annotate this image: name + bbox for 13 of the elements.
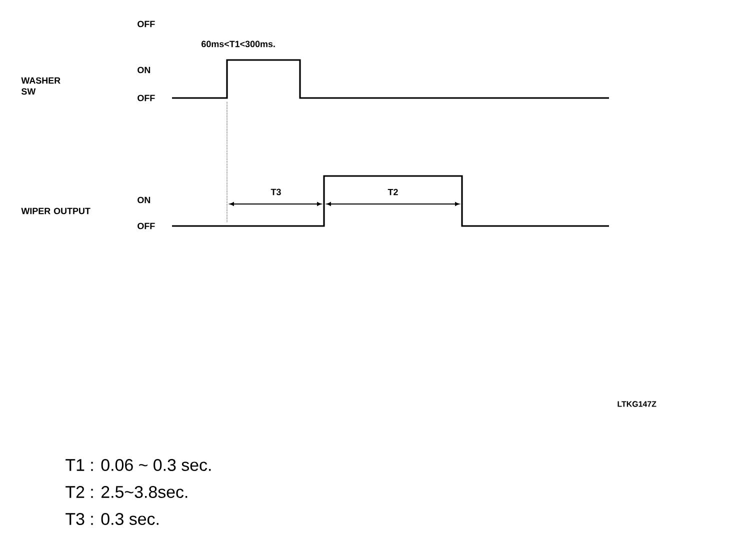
timing-note: T2 : 2.5~3.8sec. bbox=[66, 486, 188, 498]
timing-note: T3 : 0.3 sec. bbox=[66, 513, 158, 525]
level-label: OFF bbox=[138, 20, 155, 28]
signal-name: WIPER OUTPUT bbox=[21, 208, 90, 214]
level-label: ON bbox=[138, 196, 150, 204]
interval-label: T3 bbox=[270, 188, 281, 196]
timing-note: T1 : 0.06 ~ 0.3 sec. bbox=[66, 459, 211, 471]
level-label: OFF bbox=[138, 94, 155, 102]
signal-name: WASHER SW bbox=[21, 77, 60, 95]
level-label: OFF bbox=[138, 222, 155, 230]
level-label: ON bbox=[138, 66, 150, 74]
pulse-width-label: 60ms<T1<300ms. bbox=[202, 40, 275, 48]
interval-label: T2 bbox=[388, 188, 398, 196]
